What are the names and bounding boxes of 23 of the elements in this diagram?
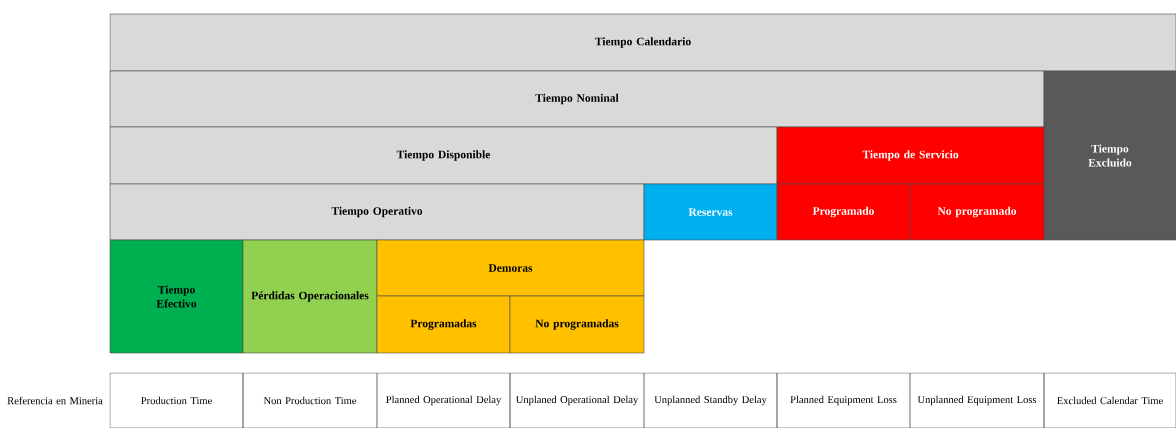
table-cell: Unplanned Standby Delay [643,372,778,428]
table-cell: Unplanned Equipment Loss [909,372,1045,428]
table-cell: Production Time [109,372,244,428]
table-cell: Unplaned Operational Delay [509,372,645,428]
time-category-box: No programado [909,183,1045,241]
time-category-box: Reservas [643,183,778,241]
time-category-box: Tiempo Excluido [1043,70,1176,241]
table-cell: Planned Equipment Loss [776,372,911,428]
time-category-box: Demoras [376,239,645,297]
node-label: Tiempo Calendario [595,37,691,48]
row-header: Referencia en Mineria [7,396,103,405]
time-category-box: Programado [776,183,911,241]
time-category-box: Pérdidas Operacionales [242,239,378,354]
table-cell: Excluded Calendar Time [1043,372,1176,428]
table-cell: Non Production Time [242,372,378,428]
time-category-box: Tiempo Calendario [109,13,1176,72]
table-cell: Planned Operational Delay [376,372,511,428]
time-category-box: Tiempo Operativo [109,183,645,241]
time-category-box: Tiempo Disponible [109,126,778,185]
time-category-box: Programadas [376,295,511,354]
time-category-box: Tiempo Efectivo [109,239,244,354]
time-category-box: Tiempo Nominal [109,70,1045,128]
time-category-box: No programadas [509,295,645,354]
